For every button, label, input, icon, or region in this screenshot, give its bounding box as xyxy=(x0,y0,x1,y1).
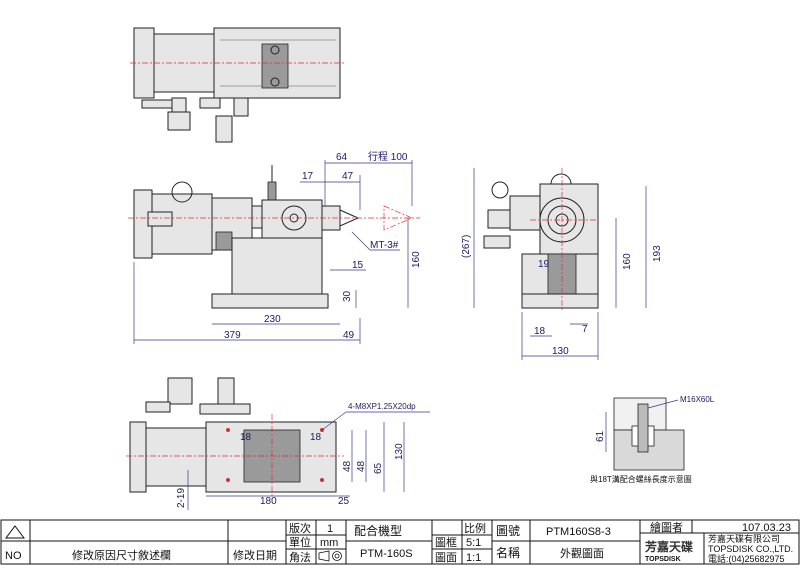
frame-label: 圖框 xyxy=(435,536,457,549)
rev-no: NO xyxy=(5,550,22,562)
detail-caption: 與18T溝配合螺絲長度示意圖 xyxy=(590,474,692,484)
dim-plan-48b: 48 xyxy=(356,460,367,472)
dim-267: (267) xyxy=(461,235,472,258)
unit-label: 單位 xyxy=(289,535,311,549)
top-view-valve xyxy=(215,115,233,143)
plan-view xyxy=(126,377,344,500)
label-mt3: MT-3# xyxy=(370,240,399,251)
company-phone: 電話:(04)25682975 xyxy=(708,553,785,564)
sheet-value: 1:1 xyxy=(466,552,481,564)
frame-value: 5:1 xyxy=(466,537,481,549)
dim-379: 379 xyxy=(224,330,241,341)
rev-content-label: 修改原因尺寸敘述欄 xyxy=(72,548,171,562)
side-view xyxy=(483,168,599,312)
dim-49: 49 xyxy=(343,330,355,341)
dim-side-130: 130 xyxy=(552,346,569,357)
label-m8: 4-M8XP1.25X20dp xyxy=(348,402,416,411)
side-view-valve xyxy=(509,195,541,231)
dim-plan-130: 130 xyxy=(394,443,405,460)
plan-view-regulator xyxy=(167,377,193,405)
side-view-gauge xyxy=(491,181,509,199)
name-value: 外觀圖面 xyxy=(560,547,604,560)
pressure-gauge xyxy=(171,181,193,203)
mount-hole xyxy=(226,428,230,432)
projection-symbol-icon xyxy=(318,550,342,562)
dim-230: 230 xyxy=(264,314,281,325)
scale-label: 比例 xyxy=(464,521,486,535)
top-view-regulator xyxy=(167,111,191,131)
side-view-body xyxy=(539,183,599,255)
plan-view-cylinder xyxy=(145,427,207,487)
top-view-clamp xyxy=(261,43,289,89)
angle-label: 角法 xyxy=(289,550,311,564)
dim-17: 17 xyxy=(302,171,314,182)
drawing-no-label: 圖號 xyxy=(496,524,520,538)
dim-side-7: 7 xyxy=(582,324,588,335)
mount-hole xyxy=(320,478,324,482)
dim-plan-25: 25 xyxy=(338,496,350,507)
top-view xyxy=(130,27,345,143)
dim-plan-180: 180 xyxy=(260,496,277,507)
title-block: NO 修改原因尺寸敘述欄 修改日期 版次 1 單位 mm 角法 配合機型 PTM… xyxy=(0,519,800,565)
company-cn: 芳嘉天碟有限公司 xyxy=(708,533,780,544)
company-logo: 芳嘉天碟 xyxy=(645,539,693,554)
front-view-base xyxy=(211,293,329,309)
label-m16: M16X60L xyxy=(680,395,715,404)
front-view-lever xyxy=(267,181,277,201)
name-label: 名稱 xyxy=(496,545,520,560)
detail-bolt xyxy=(637,403,649,453)
dim-detail-61: 61 xyxy=(595,430,606,442)
dim-side-18: 18 xyxy=(534,326,546,337)
dim-plan-18b: 18 xyxy=(310,432,322,443)
machine-label: 配合機型 xyxy=(354,523,402,538)
dim-side-19: 19 xyxy=(538,259,550,270)
front-view-stand xyxy=(231,237,323,295)
drawing-no-value: PTM160S8-3 xyxy=(546,526,611,538)
plan-view-dimensions: 4-M8XP1.25X20dp 18 18 48 48 65 130 180 2… xyxy=(176,402,430,510)
mount-hole xyxy=(226,478,230,482)
revision-triangle-icon xyxy=(5,525,25,539)
dim-plan-18a: 18 xyxy=(240,432,252,443)
side-view-lifting-eye xyxy=(550,173,572,185)
dim-47: 47 xyxy=(342,171,354,182)
side-view-dimensions: (267) 19 160 193 18 7 130 xyxy=(461,168,663,360)
dim-plan-2-19: 2-19 xyxy=(176,488,187,508)
version-value: 1 xyxy=(327,523,333,535)
company-en: TOPSDISK CO.,LTD. xyxy=(708,544,793,554)
dim-plan-48a: 48 xyxy=(342,460,353,472)
dim-30: 30 xyxy=(342,290,353,302)
dim-15: 15 xyxy=(352,260,364,271)
dim-plan-65: 65 xyxy=(373,462,384,474)
date-value: 107.03.23 xyxy=(742,522,791,534)
dim-64: 64 xyxy=(336,152,348,163)
sheet-label: 圖面 xyxy=(435,551,457,564)
dim-side-160: 160 xyxy=(622,253,633,270)
machine-value: PTM-160S xyxy=(360,548,413,560)
front-view xyxy=(128,165,420,309)
drawer-label: 繪圖者 xyxy=(650,520,683,534)
unit-value: mm xyxy=(320,537,338,549)
side-view-base xyxy=(521,293,599,309)
rev-date-label: 修改日期 xyxy=(233,548,277,562)
version-label: 版次 xyxy=(289,521,311,535)
dim-160: 160 xyxy=(411,251,422,268)
company-logo-en: TOPSDISK xyxy=(645,556,681,563)
detail-view: M16X60L 61 與18T溝配合螺絲長度示意圖 xyxy=(590,395,715,484)
dim-stroke: 行程 100 xyxy=(368,150,408,163)
dim-side-193: 193 xyxy=(652,245,663,262)
front-view-dimensions: 64 行程 100 17 47 MT-3# 15 160 30 230 379 … xyxy=(133,150,422,344)
